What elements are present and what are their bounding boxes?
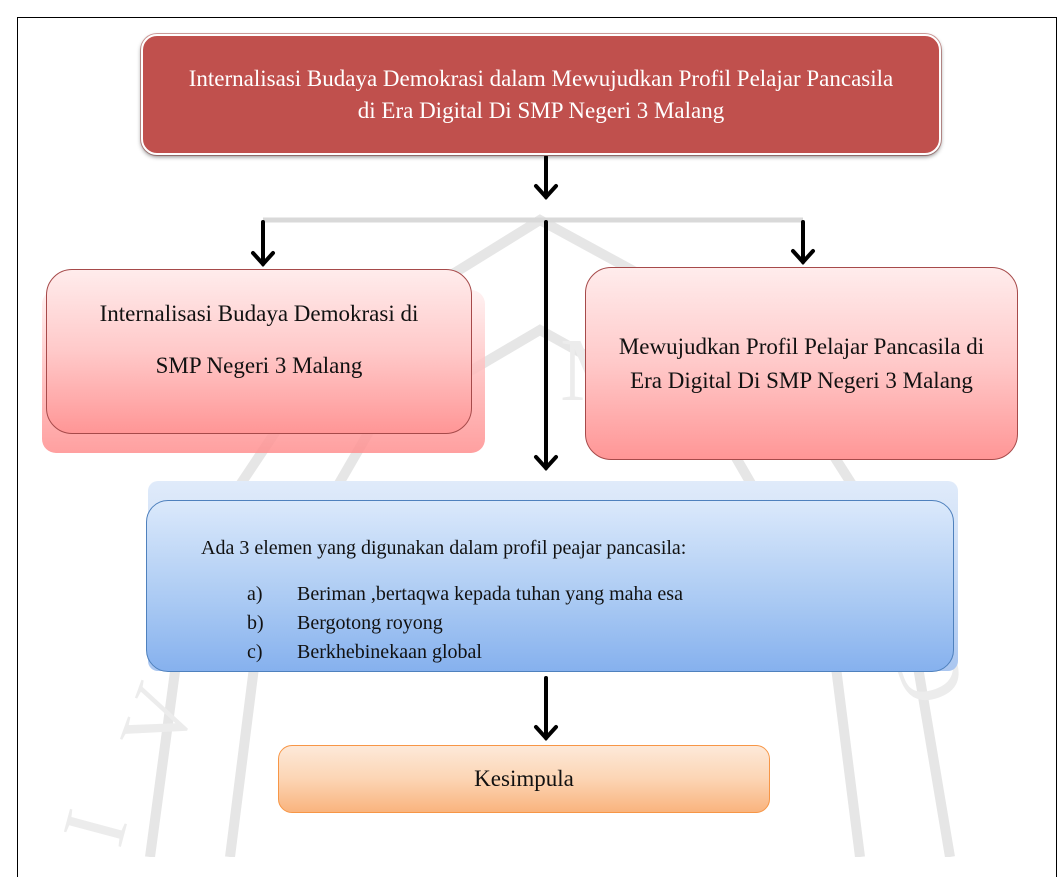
list-item: c) Berkhebinekaan global — [247, 638, 683, 667]
internalisasi-line1: Internalisasi Budaya Demokrasi di — [99, 301, 419, 326]
arrow-to-elements-box — [534, 220, 558, 471]
list-text: Beriman ,bertaqwa kepada tuhan yang maha… — [297, 583, 683, 605]
profil-pelajar-box: Mewujudkan Profil Pelajar Pancasila di E… — [585, 267, 1018, 460]
elements-box: Ada 3 elemen yang digunakan dalam profil… — [146, 500, 954, 672]
main-title-text: Internalisasi Budaya Demokrasi dalam Mew… — [188, 65, 894, 123]
elements-list: a) Beriman ,bertaqwa kepada tuhan yang m… — [247, 580, 683, 667]
page-frame — [17, 17, 1057, 877]
internalisasi-line2: SMP Negeri 3 Malang — [155, 353, 363, 378]
internalisasi-box: Internalisasi Budaya Demokrasi di SMP Ne… — [46, 269, 472, 434]
list-item: b) Bergotong royong — [247, 609, 683, 638]
list-item: a) Beriman ,bertaqwa kepada tuhan yang m… — [247, 580, 683, 609]
conclusion-text: Kesimpula — [474, 766, 574, 791]
profil-pelajar-text: Mewujudkan Profil Pelajar Pancasila di E… — [618, 333, 985, 393]
list-marker: a) — [247, 583, 263, 605]
main-title-box: Internalisasi Budaya Demokrasi dalam Mew… — [141, 34, 941, 155]
list-marker: b) — [247, 612, 264, 634]
conclusion-box: Kesimpula — [278, 745, 770, 813]
list-text: Berkhebinekaan global — [297, 641, 482, 663]
list-text: Bergotong royong — [297, 612, 443, 634]
arrow-to-conclusion — [534, 676, 558, 741]
arrow-to-left-box — [251, 220, 275, 267]
connector-arrows — [251, 155, 815, 741]
elements-intro: Ada 3 elemen yang digunakan dalam profil… — [201, 537, 687, 559]
arrow-title-to-branch — [534, 155, 558, 200]
list-marker: c) — [247, 641, 263, 663]
arrow-to-right-box — [791, 220, 815, 265]
